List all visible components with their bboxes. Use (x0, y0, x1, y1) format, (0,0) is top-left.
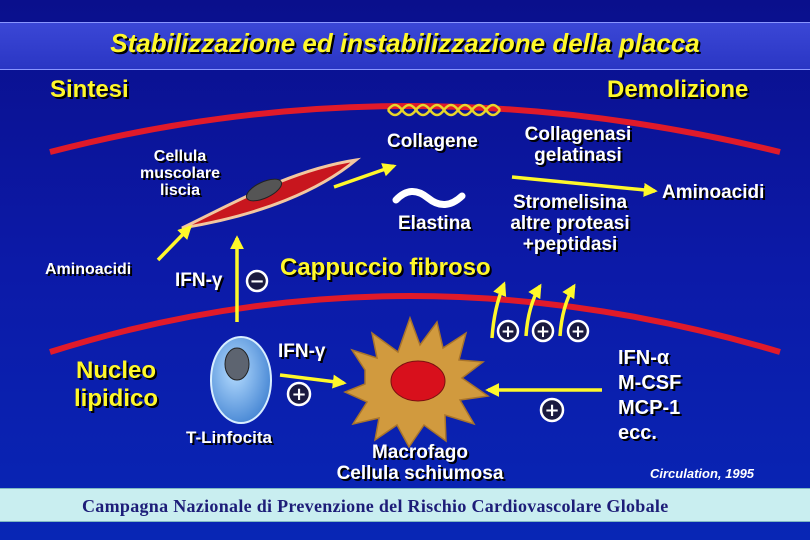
plus-symbol-3: + (571, 322, 585, 342)
arrow-macrophage-up-2 (524, 283, 542, 337)
cappuccio-fibroso-label: Cappuccio fibroso (280, 254, 491, 281)
footer-text: Campagna Nazionale di Prevenzione del Ri… (82, 496, 669, 516)
cytokine-list: IFN-α M-CSF MCP-1 ecc. (618, 346, 681, 446)
nucleo-line1: Nucleo (75, 357, 156, 384)
plus-symbol-circle-tcell (286, 381, 312, 407)
macrofago-label: Macrofago Cellula schiumosa (310, 442, 530, 484)
arrow-tcell-to-macrophage (279, 373, 347, 389)
citation-label: Circulation, 1995 (650, 466, 755, 481)
minus-symbol: − (249, 271, 264, 292)
t-linfocita-label: T-Linfocita (186, 428, 272, 447)
plus-symbol-2: + (536, 322, 550, 342)
arrow-to-aminoacidi (511, 175, 658, 197)
minus-symbol-circle (245, 269, 269, 293)
ifn-gamma-upper-label: IFN-γ (175, 270, 223, 291)
collagenasi-line2: gelatinasi (534, 145, 622, 166)
macrophage-foam-cell-icon (343, 315, 490, 449)
stromelisina-line2: altre proteasi (510, 213, 630, 234)
smooth-muscle-cell-icon (181, 157, 362, 230)
ifn-gamma-lower-label: IFN-γ (278, 341, 326, 362)
cytokine-ifn-alpha: IFN-α (618, 347, 670, 369)
plus-symbol-tcell: + (291, 384, 306, 405)
cytokine-mcp-1: MCP-1 (618, 397, 681, 419)
nucleo-lipidico-label: Nucleo lipidico (56, 357, 176, 413)
elastin-wave-icon (392, 188, 466, 208)
sintesi-label: Sintesi (50, 76, 129, 103)
cellula-line2: muscolare (139, 165, 221, 182)
stromelisina-line3: +peptidasi (522, 234, 618, 255)
title-bar (0, 22, 810, 70)
plus-symbol-circle-2 (531, 319, 555, 343)
cellula-label: Cellula muscolare liscia (120, 148, 240, 199)
macrofago-line1: Macrofago (371, 442, 469, 463)
collagenasi-label: Collagenasi gelatinasi (508, 124, 648, 166)
arrow-macrophage-up-1 (490, 281, 507, 339)
cytokine-ecc: ecc. (618, 422, 657, 444)
plus-symbol-circle-1 (496, 319, 520, 343)
demolizione-label: Demolizione (607, 76, 749, 103)
cytokine-m-csf: M-CSF (618, 372, 682, 394)
elastina-label: Elastina (398, 213, 471, 234)
footer-bar (0, 488, 810, 522)
collagene-label: Collagene (387, 131, 478, 152)
lower-arc (49, 293, 781, 355)
collagenasi-line1: Collagenasi (524, 124, 632, 145)
macrofago-line2: Cellula schiumosa (336, 463, 504, 484)
cellula-line1: Cellula (153, 148, 207, 165)
plus-symbol-circle-3 (566, 319, 590, 343)
t-lymphocyte-icon (210, 336, 272, 424)
plus-symbol-cytokines: + (544, 400, 559, 421)
slide-title: Stabilizzazione ed instabilizzazione del… (110, 28, 700, 58)
nucleo-line2: lipidico (74, 385, 158, 412)
stromelisina-label: Stromelisina altre proteasi +peptidasi (494, 192, 646, 255)
arrow-macrophage-up-3 (558, 283, 576, 337)
plus-symbol-1: + (501, 322, 515, 342)
collagen-helix-icon (386, 103, 502, 117)
stromelisina-line1: Stromelisina (512, 192, 628, 213)
cellula-line3: liscia (159, 182, 201, 199)
aminoacidi-right-label: Aminoacidi (662, 182, 765, 203)
plus-symbol-circle-cytokines (539, 397, 565, 423)
aminoacidi-left-label: Aminoacidi (45, 261, 132, 278)
arrow-aminoacidi-to-cell (156, 224, 192, 262)
arrow-cell-to-collagene (333, 163, 397, 189)
